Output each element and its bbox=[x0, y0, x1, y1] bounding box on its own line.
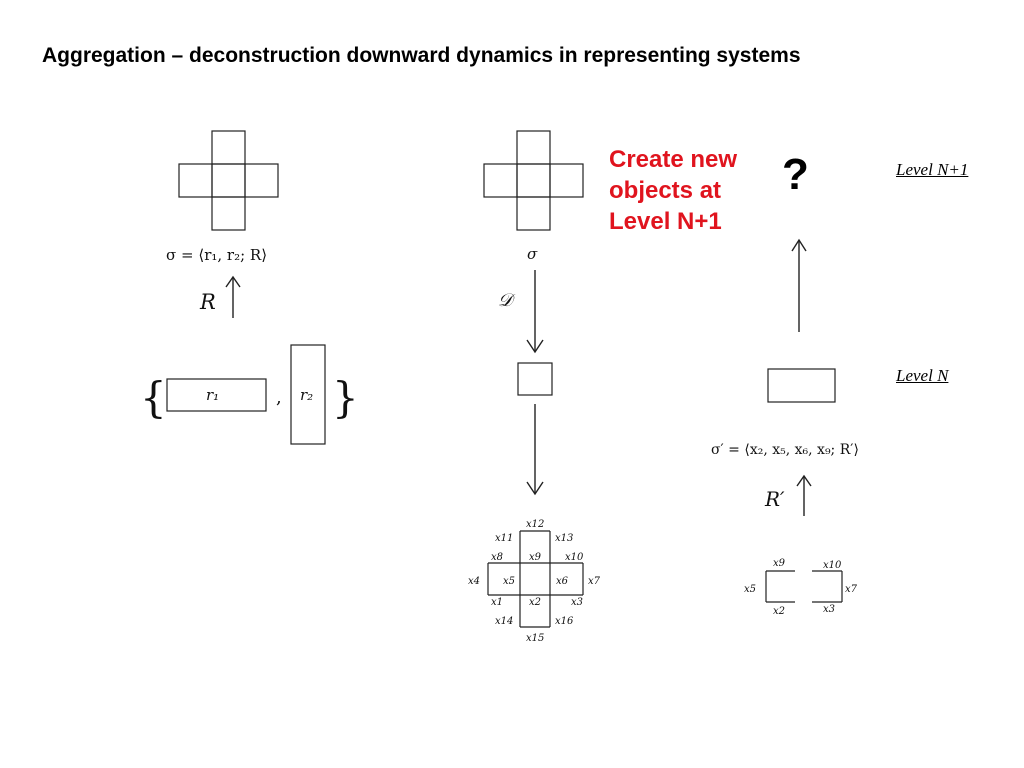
relation-r-label: R bbox=[199, 290, 216, 314]
middle-d-arrow bbox=[526, 270, 544, 354]
grid-label-x15: x15 bbox=[526, 633, 544, 644]
grid-label-x6: x6 bbox=[556, 576, 569, 587]
relation-r-prime-label: R′ bbox=[764, 487, 785, 511]
deconstruction-label: 𝒟 bbox=[498, 290, 516, 311]
grid-label-x3: x3 bbox=[571, 597, 583, 608]
right-rectangle bbox=[767, 368, 836, 403]
set-open-brace: { bbox=[140, 373, 167, 422]
small-label-x10: x10 bbox=[823, 560, 842, 571]
grid-label-x11: x11 bbox=[495, 533, 513, 544]
small-label-x3: x3 bbox=[823, 604, 835, 615]
set-comma: , bbox=[276, 387, 282, 408]
level-n-plus-1-label: Level N+1 bbox=[896, 160, 969, 179]
r1-rectangle bbox=[166, 378, 267, 412]
right-fragment-shape bbox=[765, 570, 843, 603]
sigma-definition: σ = ⟨r₁, r₂; R⟩ bbox=[166, 246, 267, 264]
r2-label: r₂ bbox=[300, 386, 313, 404]
create-objects-note: Create new objects at Level N+1 bbox=[609, 146, 738, 235]
r2-rectangle bbox=[290, 344, 326, 445]
left-cross-shape bbox=[178, 130, 279, 231]
right-r-prime-arrow bbox=[796, 474, 812, 516]
set-close-brace: } bbox=[332, 373, 359, 422]
middle-unit-square bbox=[517, 362, 553, 396]
sigma-prime-definition: σ′ = ⟨x₂, x₅, x₆, x₉; R′⟩ bbox=[711, 442, 859, 458]
middle-cross-shape bbox=[483, 130, 584, 231]
grid-label-x9: x9 bbox=[529, 552, 542, 563]
right-up-arrow bbox=[791, 238, 807, 332]
level-n-label: Level N bbox=[896, 366, 949, 385]
grid-label-x14: x14 bbox=[495, 616, 513, 627]
grid-label-x8: x8 bbox=[491, 552, 503, 563]
question-mark: ? bbox=[782, 150, 809, 199]
left-r-arrow bbox=[225, 275, 241, 318]
small-label-x2: x2 bbox=[773, 606, 785, 617]
middle-down-arrow bbox=[526, 404, 544, 496]
middle-elementary-grid bbox=[487, 530, 584, 628]
grid-label-x12: x12 bbox=[526, 519, 544, 530]
grid-label-x5: x5 bbox=[503, 576, 515, 587]
slide-title: Aggregation – deconstruction downward dy… bbox=[42, 44, 801, 67]
grid-label-x7: x7 bbox=[588, 576, 601, 587]
r1-label: r₁ bbox=[206, 386, 219, 404]
grid-label-x1: x1 bbox=[491, 597, 503, 608]
grid-label-x10: x10 bbox=[565, 552, 584, 563]
small-label-x5: x5 bbox=[744, 584, 756, 595]
grid-label-x13: x13 bbox=[555, 533, 573, 544]
grid-label-x16: x16 bbox=[555, 616, 574, 627]
small-label-x7: x7 bbox=[845, 584, 858, 595]
grid-label-x2: x2 bbox=[529, 597, 541, 608]
grid-label-x4: x4 bbox=[468, 576, 480, 587]
small-label-x9: x9 bbox=[773, 558, 786, 569]
middle-sigma-label: σ bbox=[527, 245, 538, 263]
